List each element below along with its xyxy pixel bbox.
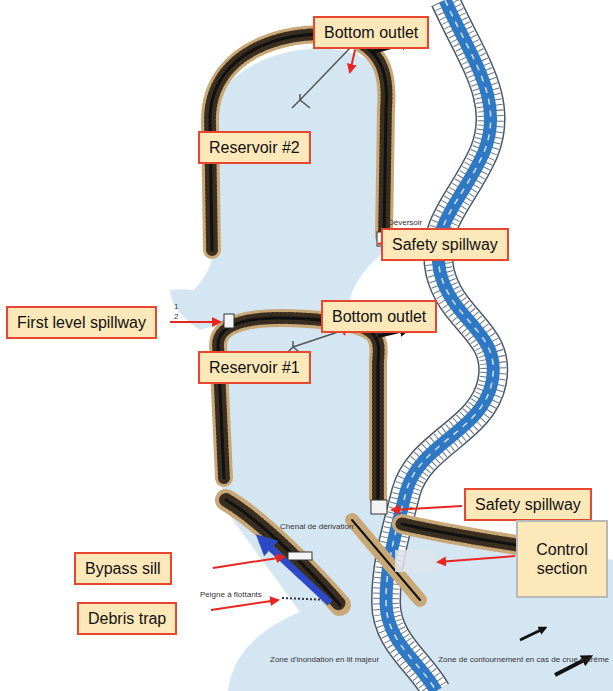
french-label: Zone d'inondation en lit majeur [270, 655, 379, 664]
callout-box: Reservoir #2 [198, 131, 311, 164]
water-area [192, 49, 613, 691]
french-label: Zone de contournement en cas de crue ext… [438, 655, 609, 664]
callout-text: Reservoir #1 [209, 358, 300, 377]
dike-hatch [226, 500, 340, 605]
leader-arrows [170, 50, 515, 610]
water-area [170, 289, 240, 330]
french-label: Déversoir [388, 218, 422, 227]
callout-box: Reservoir #1 [198, 351, 311, 384]
callout-text: Reservoir #2 [209, 138, 300, 157]
callout-text: Control section [524, 540, 600, 578]
callout-text: Bottom outlet [332, 307, 426, 326]
dike-crest [218, 318, 379, 498]
callout-box: Bottom outlet [313, 16, 429, 49]
leader-arrow [213, 557, 284, 568]
callout-text: Bottom outlet [324, 23, 418, 42]
callout-text: First level spillway [17, 313, 146, 332]
dike-hatch [218, 318, 379, 498]
dike-body [218, 318, 379, 498]
dike-crest [226, 500, 340, 605]
bypass-sill [288, 552, 312, 560]
french-label: Peigne à flottants [200, 590, 262, 599]
callout-text: Safety spillway [475, 495, 581, 514]
outlet-pipe [292, 48, 350, 108]
callout-number: 1 [174, 302, 178, 311]
leader-arrow [170, 321, 220, 323]
french-label: Chenal de dérivation [280, 522, 353, 531]
callout-box: Safety spillway [381, 228, 509, 261]
first-level-spillway [224, 314, 234, 328]
dike-crest [210, 34, 387, 250]
dike-body [210, 34, 387, 250]
callout-text: Debris trap [88, 609, 166, 628]
callout-box: Safety spillway [464, 488, 592, 521]
callout-box: Bottom outlet [321, 300, 437, 333]
callout-box: First level spillway [6, 306, 157, 339]
control-section [395, 550, 435, 572]
leader-arrow [350, 50, 355, 72]
leader-arrow [438, 556, 515, 562]
callout-text: Bypass sill [85, 559, 161, 578]
callout-box: Bypass sill [74, 552, 172, 585]
dike-body [226, 500, 340, 605]
leader-arrow [392, 506, 462, 510]
dike-hatch [210, 34, 387, 250]
callout-box: Control section [516, 520, 608, 598]
callout-text: Safety spillway [392, 235, 498, 254]
bypass-flow-arrow [262, 540, 330, 603]
callout-number: 2 [174, 312, 178, 321]
leader-arrow [211, 600, 278, 610]
spillway-notch [371, 500, 387, 514]
outflow-arrow [520, 628, 545, 640]
callout-box: Debris trap [77, 602, 177, 635]
